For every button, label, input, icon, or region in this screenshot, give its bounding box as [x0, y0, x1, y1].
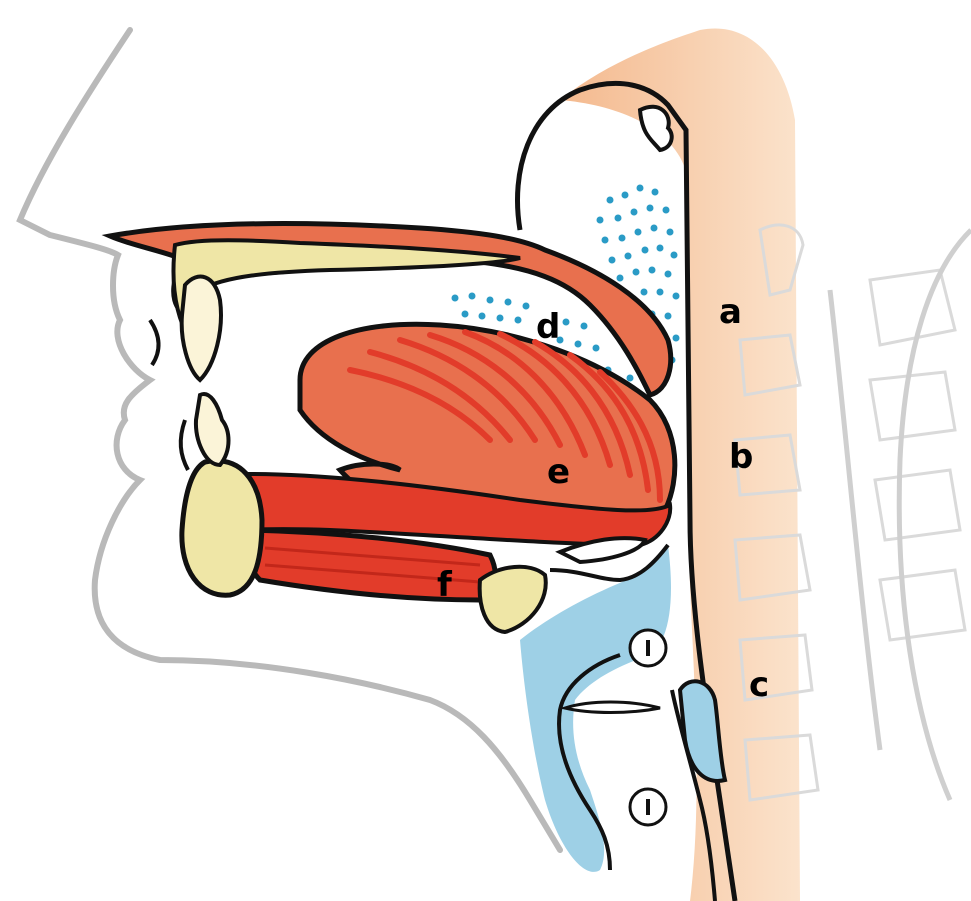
- vocal-folds: [565, 702, 660, 713]
- upper-incisor: [182, 277, 221, 380]
- lower-lip-line: [181, 420, 188, 470]
- label-a: a: [719, 295, 742, 329]
- lower-incisor: [196, 394, 229, 465]
- ear-structure: [640, 107, 672, 150]
- label-f: f: [437, 568, 452, 602]
- spinal-canal-line-2: [899, 230, 971, 800]
- hyoid-bone: [480, 567, 546, 632]
- spinal-canal-line: [830, 290, 880, 750]
- label-b: b: [729, 440, 753, 474]
- label-d: d: [536, 310, 560, 344]
- upper-lip-line: [150, 320, 159, 365]
- airflow-marker-upper: [630, 630, 666, 666]
- label-e: e: [547, 455, 570, 489]
- label-c: c: [749, 668, 769, 702]
- maxilla-bone: [173, 240, 520, 340]
- mandible-bone: [182, 461, 262, 595]
- airflow-marker-lower: [630, 789, 666, 825]
- hyoid-muscle: [247, 530, 495, 600]
